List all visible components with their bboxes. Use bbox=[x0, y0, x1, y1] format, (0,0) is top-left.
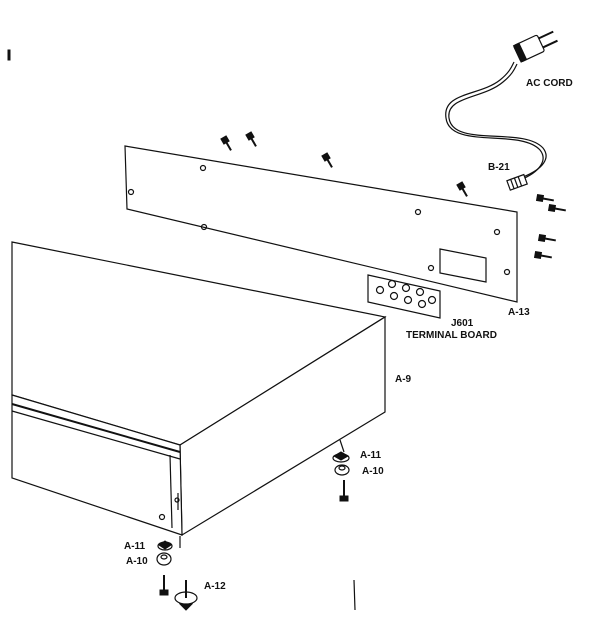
label-a10-left: A-10 bbox=[126, 556, 148, 567]
speck-line bbox=[353, 579, 356, 611]
label-a11-right: A-11 bbox=[360, 450, 382, 461]
label-a10-right: A-10 bbox=[362, 466, 384, 477]
panel-screws bbox=[220, 131, 566, 260]
label-b21: B-21 bbox=[488, 162, 510, 173]
label-j601: J601 bbox=[451, 318, 474, 329]
foot-assembly-right bbox=[332, 439, 350, 502]
label-a12: A-12 bbox=[204, 581, 226, 592]
ac-plug bbox=[512, 30, 558, 63]
label-a13: A-13 bbox=[508, 307, 530, 318]
foot-assembly-left bbox=[156, 536, 198, 611]
label-a9: A-9 bbox=[395, 374, 412, 385]
chassis bbox=[11, 241, 387, 537]
label-a11-left: A-11 bbox=[124, 541, 146, 552]
label-terminal-board: TERMINAL BOARD bbox=[406, 330, 497, 341]
terminal-board bbox=[367, 274, 441, 319]
back-panel bbox=[124, 145, 518, 303]
speck bbox=[7, 49, 11, 61]
strain-relief bbox=[506, 173, 528, 191]
ac-cord bbox=[445, 30, 558, 191]
label-ac-cord: AC CORD bbox=[526, 78, 573, 89]
